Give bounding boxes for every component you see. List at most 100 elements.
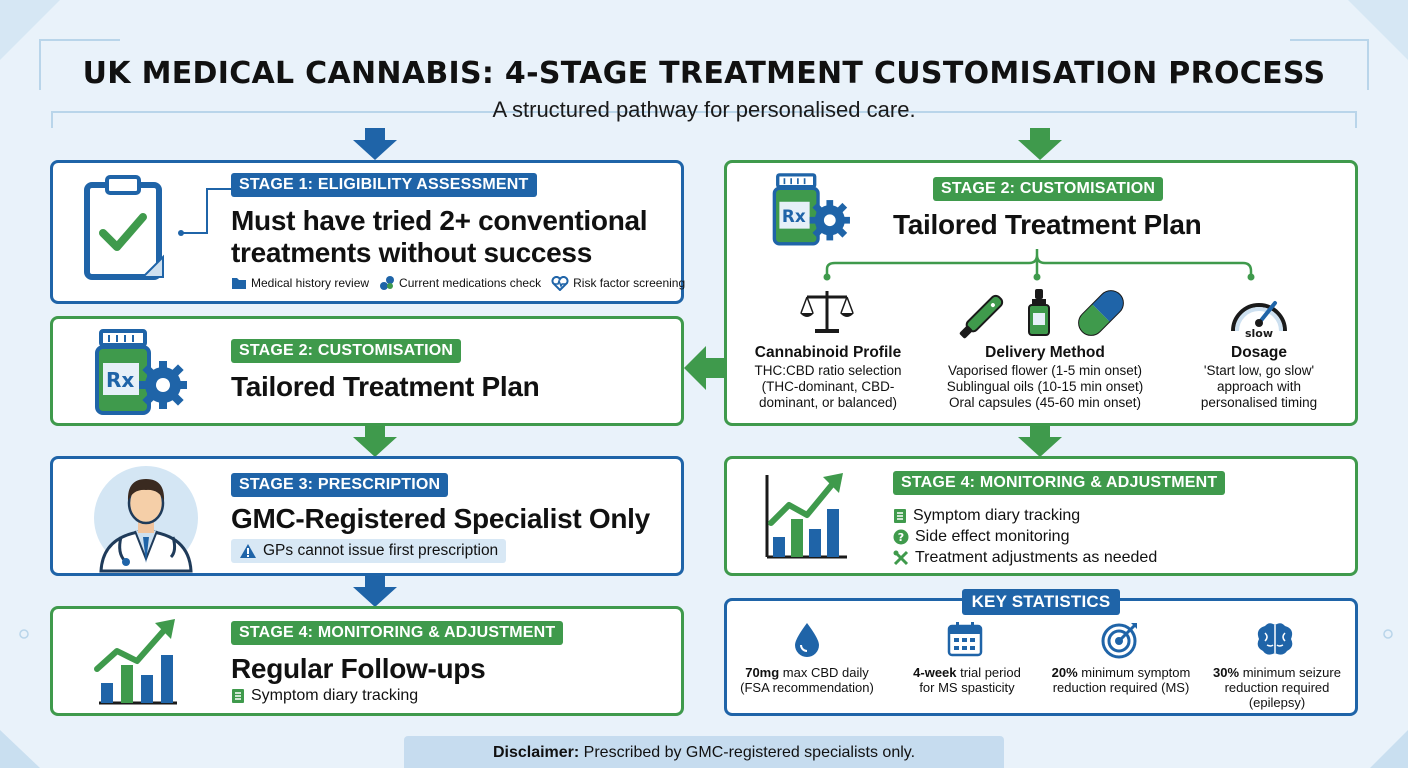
stage4-card-left: STAGE 4: MONITORING & ADJUSTMENT Regular… [50, 606, 684, 716]
tag-medical-history: Medical history review [251, 276, 370, 290]
arrow-down-icon [353, 128, 397, 160]
stat-value: 20% [1051, 665, 1078, 680]
feature-title: Cannabinoid Profile [754, 344, 902, 361]
arrow-down-icon [1018, 128, 1062, 160]
stage2-badge-left: STAGE 2: CUSTOMISATION [231, 339, 462, 363]
heart-pulse-icon [551, 275, 569, 291]
tag-medications-check: Current medications check [399, 276, 542, 290]
stat-text: (epilepsy) [1248, 695, 1306, 710]
stage2-headline-right: Tailored Treatment Plan [893, 209, 1202, 240]
stat-value: 70mg [745, 665, 780, 680]
feature-line: Oral capsules (45-60 min onset) [948, 395, 1142, 410]
stage2-card-right: Rx STAGE 2: CUSTOMISATION Tailored Treat… [724, 160, 1358, 426]
stage3-headline: GMC-Registered Specialist Only [231, 503, 650, 534]
stage4-headline-left: Regular Follow-ups [231, 653, 486, 684]
svg-text:Rx: Rx [106, 368, 134, 392]
arrow-down-icon [353, 425, 397, 457]
monitoring-list: Symptom diary tracking ? Side effect mon… [893, 505, 1157, 568]
gauge-label: slow [1245, 327, 1273, 340]
connector-line [178, 188, 235, 236]
stat-text: minimum symptom [1077, 665, 1191, 680]
stage4-card-right: STAGE 4: MONITORING & ADJUSTMENT Symptom… [724, 456, 1358, 576]
diary-icon [894, 508, 906, 523]
feature-cannabinoid: Cannabinoid Profile THC:CBD ratio select… [741, 345, 915, 411]
pills-icon [380, 276, 395, 290]
disclaimer-text: Prescribed by GMC-registered specialists… [579, 744, 916, 761]
stat-cbd: 70mg max CBD daily (FSA recommendation) [727, 665, 887, 695]
feature-title: Delivery Method [985, 344, 1105, 361]
growth-chart-icon [94, 619, 177, 705]
tag-risk-screening: Risk factor screening [573, 276, 686, 290]
list-item: ? Side effect monitoring [893, 526, 1157, 547]
arrow-down-icon [1018, 425, 1062, 457]
stage3-badge: STAGE 3: PRESCRIPTION [231, 473, 449, 497]
stat-symptom: 20% minimum symptom reduction required (… [1041, 665, 1201, 695]
stat-seizure: 30% minimum seizure reduction required (… [1197, 665, 1357, 710]
folder-icon [232, 278, 246, 289]
scales-icon [800, 291, 854, 333]
tools-icon [893, 550, 909, 565]
rx-bottle-gear-icon: Rx [95, 329, 187, 415]
stat-text: (FSA recommendation) [740, 680, 874, 695]
branch-connector [823, 249, 1255, 281]
stage2-badge-right: STAGE 2: CUSTOMISATION [933, 177, 1164, 201]
stat-text: reduction required [1224, 680, 1330, 695]
question-icon: ? [893, 529, 909, 544]
feature-line: THC:CBD ratio selection [754, 363, 902, 378]
feature-line: personalised timing [1200, 395, 1318, 410]
feature-line: Vaporised flower (1-5 min onset) [947, 363, 1143, 378]
feature-title: Dosage [1231, 344, 1287, 361]
warning-icon [240, 544, 256, 558]
feature-line: Sublingual oils (10-15 min onset) [946, 379, 1144, 394]
monitoring-item: Treatment adjustments as needed [915, 549, 1158, 566]
svg-text:?: ? [898, 531, 904, 544]
feature-line: dominant, or balanced) [758, 395, 898, 410]
list-item: Treatment adjustments as needed [893, 547, 1157, 568]
stat-text: trial period [956, 665, 1021, 680]
stat-text: for MS spasticity [919, 680, 1015, 695]
stage1-headline-line2: treatments without success [231, 237, 592, 268]
drop-icon [795, 623, 819, 657]
feature-dosage: Dosage 'Start low, go slow' approach wit… [1183, 345, 1335, 411]
stats-heading: KEY STATISTICS [961, 589, 1121, 615]
stage4-item-left: Symptom diary tracking [251, 687, 419, 704]
arrow-down-icon [353, 575, 397, 607]
rx-bottle-gear-icon: Rx [772, 173, 850, 246]
stat-trial: 4-week trial period for MS spasticity [887, 665, 1047, 695]
stat-text: max CBD daily [779, 665, 869, 680]
monitoring-item: Side effect monitoring [915, 528, 1070, 545]
gauge-icon: slow [1231, 301, 1287, 340]
svg-text:Rx: Rx [782, 206, 806, 226]
page-title: UK MEDICAL CANNABIS: 4-STAGE TREATMENT C… [82, 56, 1326, 91]
target-icon [1101, 623, 1137, 659]
monitoring-item: Symptom diary tracking [913, 507, 1081, 524]
feature-line: 'Start low, go slow' [1203, 363, 1315, 378]
calendar-icon [947, 622, 983, 657]
stat-text: reduction required (MS) [1052, 680, 1190, 695]
feature-line: approach with [1216, 379, 1302, 394]
stage2-card-left: Rx STAGE 2: CUSTOMISATION Tailored Treat… [50, 316, 684, 426]
page-subtitle: A structured pathway for personalised ca… [492, 97, 916, 122]
disclaimer: Disclaimer: Prescribed by GMC-registered… [404, 736, 1004, 768]
warning-note: GPs cannot issue first prescription [231, 539, 507, 563]
brain-icon [1257, 623, 1293, 655]
feature-line: (THC-dominant, CBD- [761, 379, 895, 394]
stage1-card: STAGE 1: ELIGIBILITY ASSESSMENT Must hav… [50, 160, 685, 304]
stat-value: 4-week [913, 665, 957, 680]
warning-text: GPs cannot issue first prescription [263, 542, 499, 559]
stage4-badge-right: STAGE 4: MONITORING & ADJUSTMENT [893, 471, 1226, 495]
stat-value: 30% [1213, 665, 1240, 680]
stage2-headline-left: Tailored Treatment Plan [231, 371, 540, 402]
stage1-tags: Medical history review Current medicatio… [231, 275, 685, 291]
stage1-headline-line1: Must have tried 2+ conventional [231, 205, 648, 236]
vape-dropper-capsule-icon [959, 289, 1124, 339]
stage1-badge: STAGE 1: ELIGIBILITY ASSESSMENT [231, 173, 537, 197]
stage4-badge-left: STAGE 4: MONITORING & ADJUSTMENT [231, 621, 564, 645]
header: UK MEDICAL CANNABIS: 4-STAGE TREATMENT C… [52, 38, 1356, 128]
stage3-card: STAGE 3: PRESCRIPTION GMC-Registered Spe… [50, 456, 684, 576]
growth-chart-icon [765, 473, 847, 559]
clipboard-check-icon [84, 175, 164, 280]
list-item: Symptom diary tracking [893, 505, 1157, 526]
diary-icon [232, 689, 244, 703]
key-statistics-card: KEY STATISTICS 70mg max CBD daily (FSA r… [724, 589, 1358, 716]
